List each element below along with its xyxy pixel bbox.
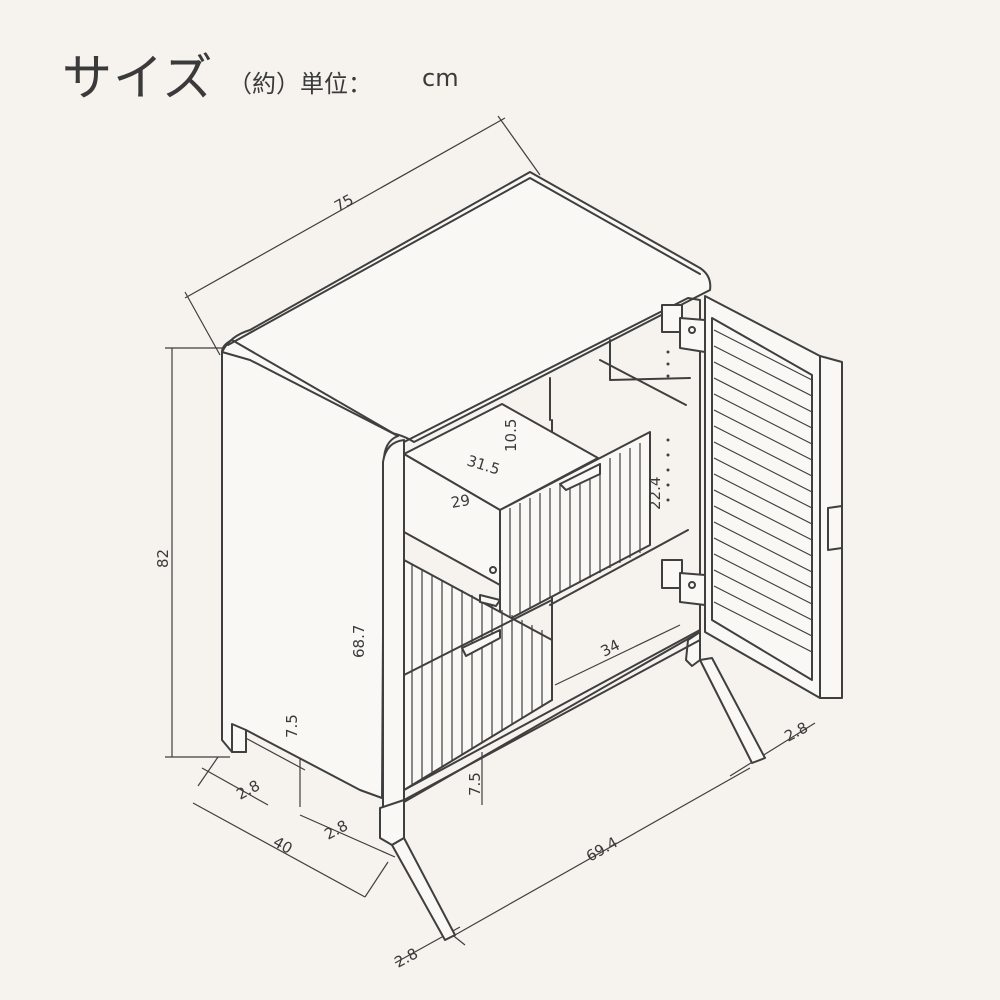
- dim-leg-height-side: 7.5: [283, 714, 301, 738]
- dim-front-width: 69.4: [583, 833, 621, 865]
- title-approx-unit-label: （約）単位：: [228, 70, 372, 98]
- drawer-pulled-out: [403, 403, 651, 625]
- hinge-upper: [661, 304, 706, 353]
- dim-depth: 40: [270, 833, 295, 858]
- dimension-lines: [165, 115, 816, 964]
- hinge-lower: [661, 559, 706, 606]
- dim-height-total: 82: [154, 549, 172, 568]
- title-size: サイズ: [62, 49, 214, 107]
- dim-inner-height: 68.7: [350, 625, 368, 658]
- dim-drawer-inner-width: 29: [450, 491, 472, 512]
- dim-shelf-depth: 34: [598, 636, 623, 661]
- title-unit: cm: [422, 64, 459, 92]
- dim-drawer-height: 10.5: [502, 419, 520, 452]
- dim-leg-width-mid: 2.8: [321, 816, 351, 843]
- dim-width-top: 75: [331, 190, 356, 215]
- dim-interior-height: 22.4: [646, 477, 664, 510]
- cabinet-body: [221, 171, 712, 846]
- dim-leg-width-front: 2.8: [391, 944, 421, 971]
- cabinet-legs: [391, 657, 766, 941]
- cabinet-door-open: [661, 295, 843, 699]
- drawer-lower-front: [403, 559, 553, 791]
- dim-leg-height-front: 7.5: [466, 772, 484, 796]
